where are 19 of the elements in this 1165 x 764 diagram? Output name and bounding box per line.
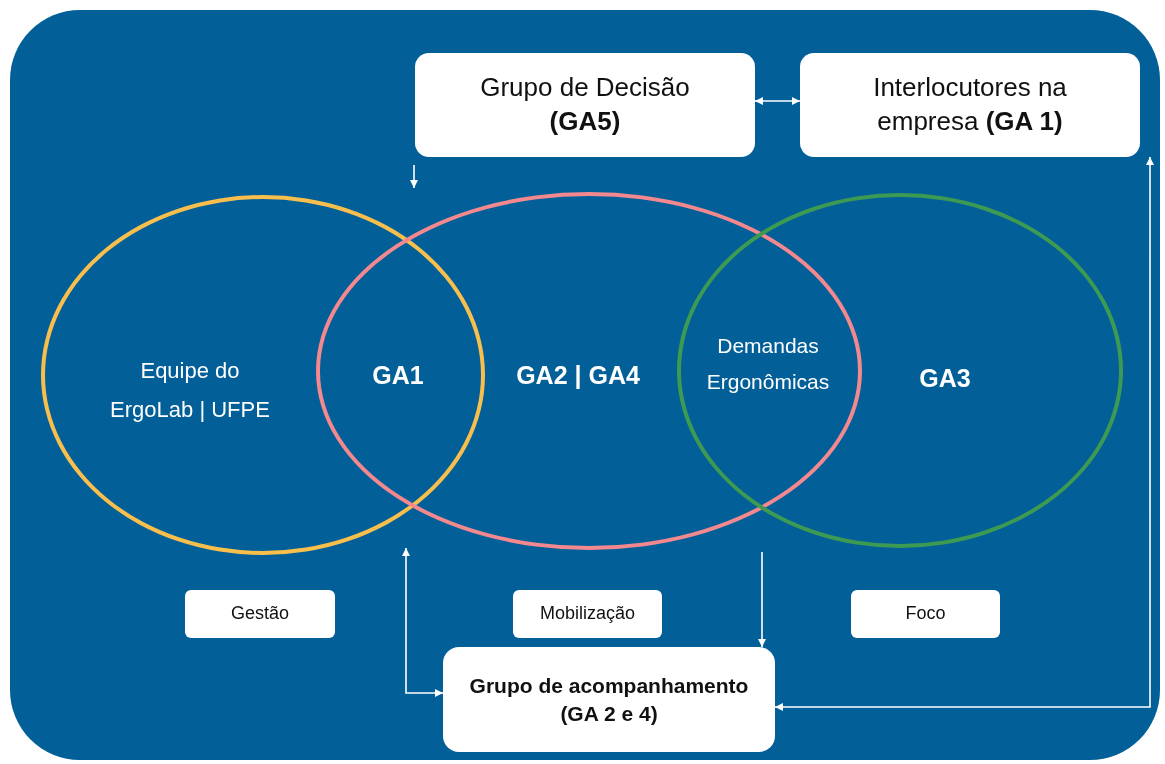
arrow	[754, 97, 801, 105]
label-box: Interlocutores na empresa (GA 1)	[800, 53, 1140, 157]
region-label: GA1	[372, 360, 424, 390]
label-box: Mobilização	[513, 590, 662, 638]
venn-ellipse	[677, 193, 1123, 548]
arrow	[402, 547, 444, 697]
arrow	[410, 164, 418, 189]
region-label: Demandas Ergonômicas	[705, 333, 831, 395]
circle-label: Equipe do ErgoLab | UFPE	[109, 356, 271, 424]
label-box: Grupo de Decisão (GA5)	[415, 53, 755, 157]
venn-ellipse	[316, 192, 862, 550]
label-box: Gestão	[185, 590, 335, 638]
circle-label: GA2 | GA4	[516, 360, 640, 390]
venn-ellipse	[41, 195, 485, 555]
label-box: Foco	[851, 590, 1000, 638]
label-box: Grupo de acompanhamento (GA 2 e 4)	[443, 647, 775, 752]
circle-label: GA3	[919, 363, 971, 393]
arrow	[774, 156, 1154, 711]
arrow	[758, 551, 766, 648]
